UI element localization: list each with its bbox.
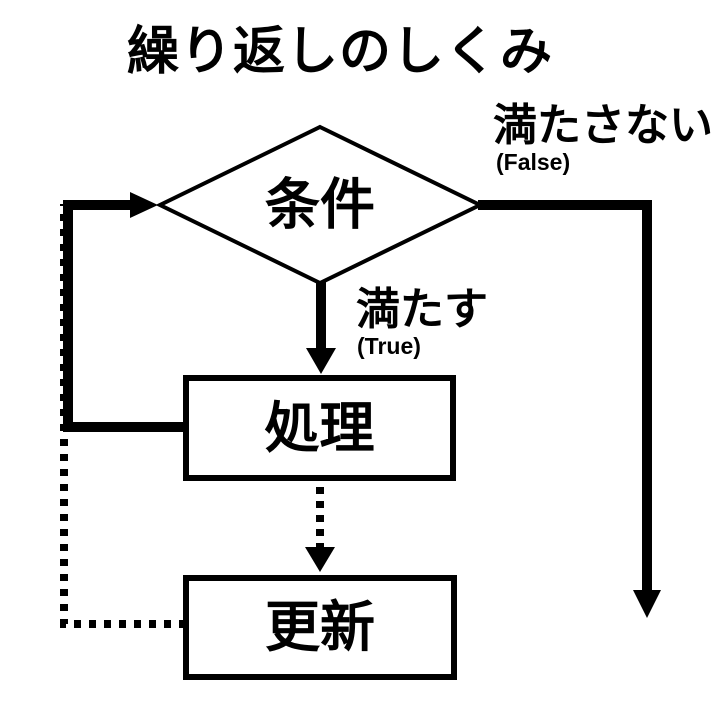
false-exit-arrowhead xyxy=(633,590,661,618)
true-branch-sublabel: (True) xyxy=(357,333,421,359)
true-branch-label: 満たす xyxy=(356,285,488,334)
false-branch-sublabel: (False) xyxy=(496,149,571,175)
process-to-condition-solid-line xyxy=(63,200,186,432)
update-label: 更新 xyxy=(264,596,375,658)
true-arrowhead xyxy=(306,348,336,374)
condition-diamond xyxy=(155,124,485,286)
update-node: 更新 xyxy=(183,575,457,680)
condition-label: 条件 xyxy=(264,173,375,236)
update-to-condition-dashed-line xyxy=(60,204,186,628)
process-to-update-arrowhead xyxy=(305,547,335,572)
false-branch-label: 満たさない xyxy=(493,101,713,150)
process-label: 処理 xyxy=(264,396,375,459)
process-node: 処理 xyxy=(183,375,456,481)
loop-into-condition-arrowhead xyxy=(130,192,158,218)
condition-false-line xyxy=(478,200,652,592)
page-title: 繰り返しのしくみ xyxy=(126,23,554,81)
